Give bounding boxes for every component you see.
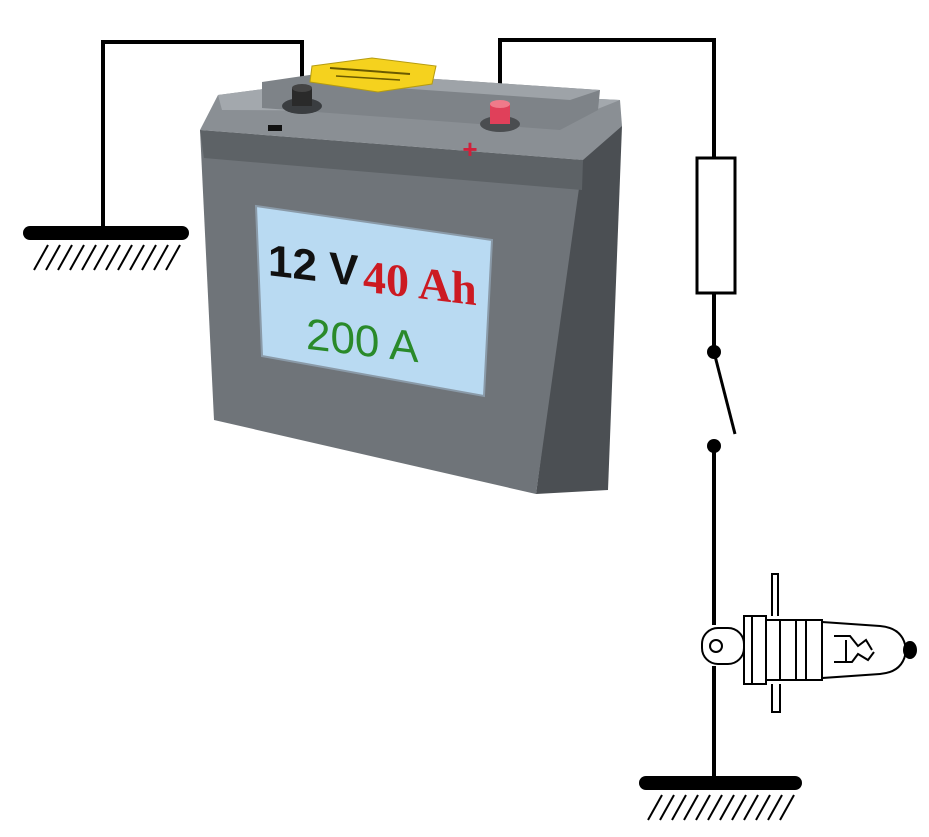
positive-wire bbox=[498, 38, 716, 158]
battery-sticker bbox=[309, 57, 437, 93]
battery-label-panel bbox=[254, 204, 494, 398]
negative-wire bbox=[101, 40, 304, 232]
battery: + 12 V 40 Ah 200 A bbox=[200, 57, 622, 494]
fuse bbox=[695, 156, 737, 295]
ground-symbol-bottom bbox=[639, 776, 802, 821]
ground-symbol-left bbox=[23, 226, 189, 271]
switch-open bbox=[707, 345, 737, 453]
battery-voltage: 12 V bbox=[268, 236, 359, 296]
positive-terminal bbox=[480, 100, 520, 132]
lamp-bulb bbox=[701, 573, 917, 713]
negative-symbol-mark bbox=[268, 125, 282, 131]
positive-symbol: + bbox=[462, 134, 477, 164]
negative-terminal bbox=[282, 84, 322, 114]
